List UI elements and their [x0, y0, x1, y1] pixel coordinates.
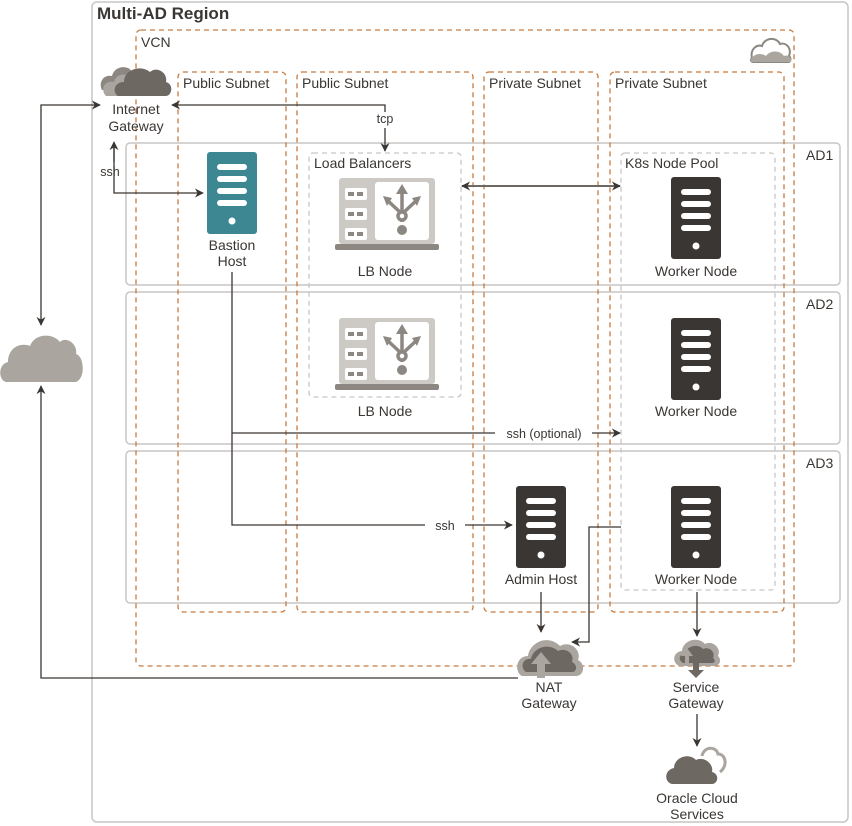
- edge-label-ssh-optional: ssh (optional): [506, 427, 581, 441]
- subnet-label-4: Private Subnet: [615, 75, 707, 91]
- oracle-cloud-icon: [666, 746, 727, 784]
- worker-node-3-icon: [671, 486, 721, 568]
- bastion-label-2: Host: [218, 253, 247, 269]
- nat-gateway-label-2: Gateway: [521, 695, 576, 711]
- public-subnet-1: [177, 71, 287, 613]
- load-balancers-group: [308, 152, 462, 398]
- load-balancer-icon-1: [333, 176, 441, 252]
- bastion-server-icon: [207, 152, 257, 234]
- oracle-services-label-1: Oracle Cloud: [656, 790, 738, 806]
- region-title: Multi-AD Region: [97, 4, 229, 23]
- node-pool-label: K8s Node Pool: [625, 155, 718, 171]
- subnet-label-1: Public Subnet: [183, 75, 270, 91]
- ad2-box: [125, 291, 841, 445]
- ad3-box: [125, 450, 841, 604]
- private-subnet-2: [609, 71, 785, 613]
- worker-node-1-label: Worker Node: [655, 263, 737, 279]
- worker-node-1-icon: [671, 177, 721, 259]
- node-pool-group: [620, 152, 776, 591]
- worker-node-3-label: Worker Node: [655, 571, 737, 587]
- vcn-label: VCN: [141, 34, 171, 50]
- load-balancer-icon-2: [333, 316, 441, 392]
- internet-gateway-label-2: Gateway: [108, 118, 163, 134]
- edge-ssh-igw-bastion: [113, 146, 204, 198]
- lb-node-2-label: LB Node: [358, 403, 413, 419]
- ad2-label: AD2: [806, 296, 833, 312]
- ad1-label: AD1: [806, 147, 833, 163]
- internet-gateway-label-1: Internet: [112, 101, 160, 117]
- internet-gateway-cloud-icon: [100, 67, 172, 96]
- load-balancers-label: Load Balancers: [314, 155, 411, 171]
- internet-cloud-icon: [0, 335, 83, 382]
- subnet-label-3: Private Subnet: [489, 75, 581, 91]
- oracle-services-label-2: Services: [670, 806, 724, 822]
- service-gateway-label-2: Gateway: [668, 695, 723, 711]
- nat-gateway-label-1: NAT: [536, 679, 563, 695]
- ad1-box: [125, 142, 841, 286]
- edge-internet-igw: [36, 100, 101, 326]
- service-gateway-cloud-icon: [674, 639, 721, 678]
- vcn-cloud-icon: [749, 38, 792, 63]
- region-box: [91, 1, 849, 823]
- edge-label-ssh-admin: ssh: [435, 519, 455, 533]
- edge-nat-internet: [36, 385, 518, 679]
- subnet-label-2: Public Subnet: [302, 75, 389, 91]
- edge-tcp-to-igw: [171, 100, 386, 112]
- ad3-label: AD3: [806, 455, 833, 471]
- edge-worker-nat: [571, 526, 621, 647]
- lb-node-1-label: LB Node: [358, 263, 413, 279]
- bastion-label-1: Bastion: [209, 237, 256, 253]
- edge-bastion-down: [231, 272, 425, 526]
- admin-host-icon: [516, 486, 566, 568]
- worker-node-2-icon: [671, 318, 721, 400]
- admin-host-label: Admin Host: [505, 571, 577, 587]
- worker-node-2-label: Worker Node: [655, 403, 737, 419]
- edge-label-tcp: tcp: [377, 112, 394, 126]
- edge-label-ssh-igw: ssh: [100, 165, 120, 179]
- public-subnet-2: [296, 71, 474, 613]
- nat-gateway-cloud-icon: [517, 640, 584, 678]
- service-gateway-label-1: Service: [673, 679, 720, 695]
- vcn-box: [135, 29, 795, 667]
